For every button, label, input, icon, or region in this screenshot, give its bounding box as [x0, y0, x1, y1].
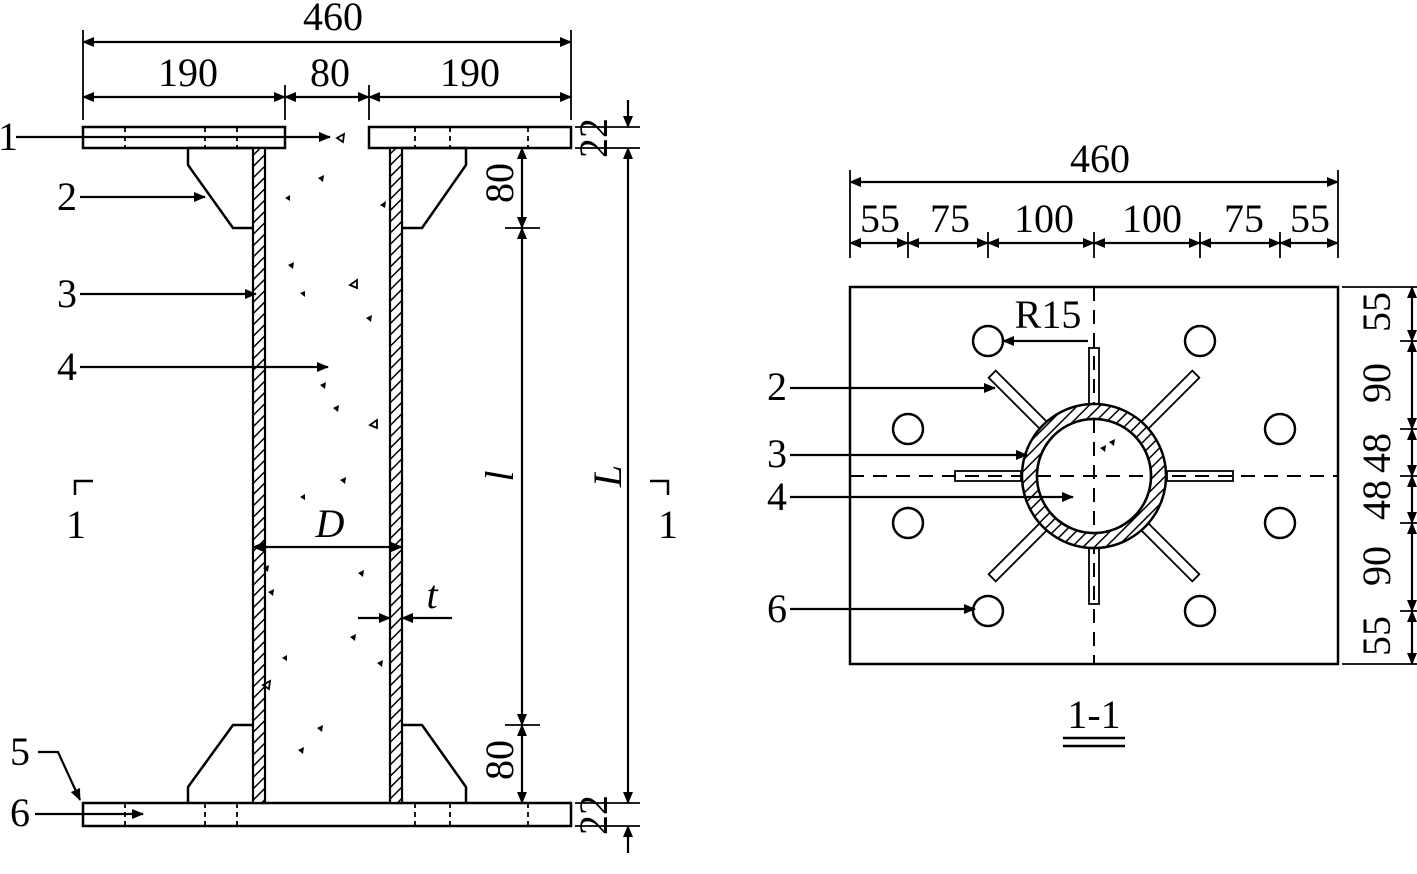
- dim-text-190-right: 190: [440, 50, 500, 95]
- bolt-hole-icon: [1183, 324, 1217, 358]
- label-3: 3: [57, 271, 77, 316]
- section-mark-right: 1: [650, 479, 678, 547]
- section-dim-text-top-0: 55: [860, 196, 900, 241]
- bolt-hole-icon: [971, 594, 1005, 628]
- dim-text-190-left: 190: [158, 50, 218, 95]
- section-dim-text-460: 460: [1070, 136, 1130, 181]
- stiffeners: [186, 146, 468, 803]
- bottom-end-plate: [81, 801, 573, 828]
- section-dim-total: 460: [849, 136, 1339, 258]
- dim-diameter: D: [252, 501, 403, 552]
- dim-text-22-bottom: 22: [571, 795, 616, 835]
- bolt-holes: [891, 324, 1297, 628]
- section-mark-text-left: 1: [66, 502, 86, 547]
- section-dim-text-top-2: 100: [1014, 196, 1074, 241]
- dim-text-80: 80: [310, 50, 350, 95]
- label-5: 5: [10, 729, 30, 774]
- section-dim-text-right-4: 90: [1354, 546, 1399, 586]
- section-dim-text-right-0: 55: [1354, 292, 1399, 332]
- dim-text-L: L: [585, 465, 630, 488]
- dim-total-width: 460: [82, 0, 572, 120]
- section-dim-text-top-1: 75: [930, 196, 970, 241]
- section-dim-text-top-4: 75: [1224, 196, 1264, 241]
- dim-text-80-bottom: 80: [477, 740, 522, 780]
- section-label-4: 4: [767, 474, 787, 519]
- bolt-hole-icon: [1183, 594, 1217, 628]
- section-title-text: 1-1: [1067, 692, 1120, 737]
- dim-vertical-inner: 80 l 80: [477, 147, 540, 804]
- dim-text-80-top: 80: [477, 163, 522, 203]
- dim-text-l: l: [477, 470, 522, 481]
- dim-text-t: t: [426, 572, 438, 617]
- bolt-hole-icon: [891, 412, 925, 446]
- section-label-2: 2: [767, 364, 787, 409]
- section-dim-text-right-5: 55: [1354, 616, 1399, 656]
- dim-vertical-outer: 22 L 22: [571, 100, 640, 853]
- bolt-hole-icon: [1263, 412, 1297, 446]
- section-dim-text-right-3: 48: [1354, 480, 1399, 520]
- concrete-infill: [261, 132, 386, 754]
- section-dim-text-top-5: 55: [1290, 196, 1330, 241]
- section-label-6: 6: [767, 586, 787, 631]
- dim-segment-widths: 190 80 190: [82, 50, 572, 120]
- bolt-hole-icon: [971, 324, 1005, 358]
- radius-text: R15: [1015, 292, 1082, 337]
- section-dim-parts-top: 55 75 100 100 75 55: [849, 196, 1339, 258]
- section-view: 460 55 75 100 100 75 55: [767, 136, 1417, 748]
- section-title: 1-1: [1063, 692, 1125, 748]
- section-label-3: 3: [767, 431, 787, 476]
- section-tube: [1020, 402, 1168, 550]
- dim-text-D: D: [315, 501, 345, 546]
- section-dim-text-right-1: 90: [1354, 363, 1399, 403]
- label-2: 2: [57, 174, 77, 219]
- radius-callout: R15: [1002, 292, 1088, 346]
- label-6: 6: [10, 790, 30, 835]
- dim-text-22-top: 22: [571, 118, 616, 158]
- section-dim-parts-right: 55 90 48 48 90 55: [1342, 286, 1417, 665]
- section-mark-text-right: 1: [658, 502, 678, 547]
- section-dim-text-top-3: 100: [1122, 196, 1182, 241]
- dim-text-460: 460: [303, 0, 363, 39]
- leader-labels: 1 2 3 4 5 6: [0, 114, 331, 835]
- label-1: 1: [0, 114, 18, 159]
- label-4: 4: [57, 344, 77, 389]
- section-dim-text-right-2: 48: [1354, 433, 1399, 473]
- section-leader-labels: 2 3 4 6: [767, 364, 1074, 631]
- elevation-view: 460 190 80 190: [0, 0, 678, 853]
- section-mark-left: 1: [66, 479, 93, 547]
- dim-thickness: t: [358, 572, 452, 623]
- bolt-hole-icon: [1263, 506, 1297, 540]
- steel-tube: [251, 146, 404, 805]
- bolt-hole-icon: [891, 506, 925, 540]
